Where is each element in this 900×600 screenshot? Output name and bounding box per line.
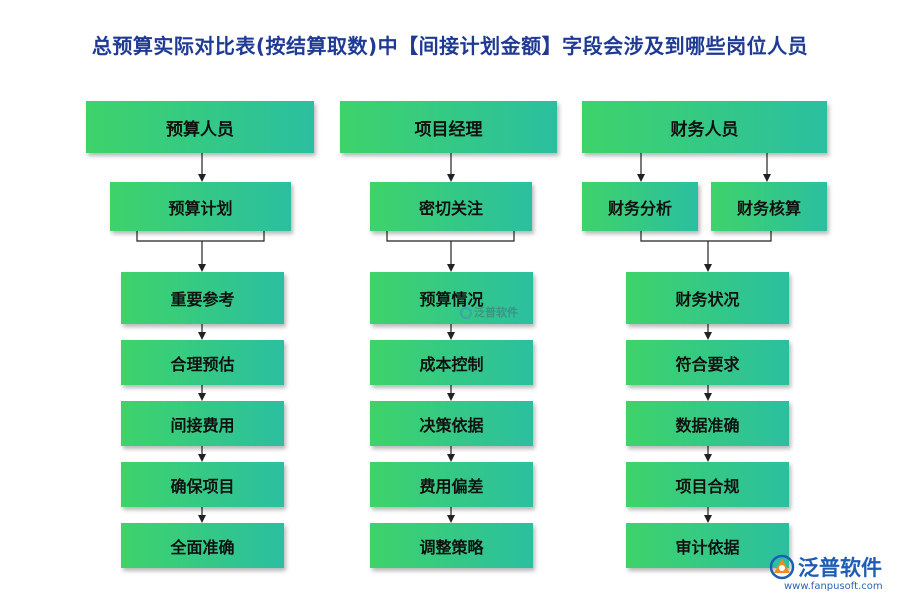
item-box: 预算情况 xyxy=(370,272,533,324)
brand-logo-text: 泛普软件 xyxy=(798,556,882,580)
sub-box: 财务分析 xyxy=(582,182,698,231)
item-label: 费用偏差 xyxy=(419,476,484,496)
item-box: 成本控制 xyxy=(370,340,533,385)
item-label: 成本控制 xyxy=(419,354,484,374)
item-label: 符合要求 xyxy=(675,354,740,374)
role-label: 预算人员 xyxy=(166,119,234,140)
sub-label: 财务分析 xyxy=(607,198,672,218)
item-label: 确保项目 xyxy=(170,476,235,496)
item-label: 审计依据 xyxy=(675,537,740,557)
role-box-finance: 财务人员 xyxy=(582,101,827,153)
brand-url: www.fanpusoft.com xyxy=(784,581,883,592)
item-box: 决策依据 xyxy=(370,401,533,446)
watermark-logo-icon xyxy=(460,307,472,319)
role-label: 财务人员 xyxy=(670,119,739,140)
item-label: 财务状况 xyxy=(675,290,740,309)
item-box: 数据准确 xyxy=(626,401,789,446)
item-label: 全面准确 xyxy=(170,537,235,557)
item-label: 间接费用 xyxy=(170,415,235,435)
item-box: 费用偏差 xyxy=(370,462,533,507)
sub-box: 财务核算 xyxy=(711,182,827,231)
sub-label: 密切关注 xyxy=(418,198,483,218)
role-box-budget: 预算人员 xyxy=(86,101,314,153)
sub-label: 预算计划 xyxy=(168,198,233,218)
sub-box: 密切关注 xyxy=(370,182,532,231)
sub-label: 财务核算 xyxy=(736,198,801,218)
sub-box: 预算计划 xyxy=(110,182,291,231)
item-box: 重要参考 xyxy=(121,272,284,324)
watermark-text: 泛普软件 xyxy=(474,306,518,319)
item-label: 决策依据 xyxy=(419,415,484,435)
item-box: 全面准确 xyxy=(121,523,284,568)
page-title: 总预算实际对比表(按结算取数)中【间接计划金额】字段会涉及到哪些岗位人员 xyxy=(91,34,809,58)
item-box: 间接费用 xyxy=(121,401,284,446)
item-label: 合理预估 xyxy=(170,354,235,374)
item-box: 项目合规 xyxy=(626,462,789,507)
item-box: 调整策略 xyxy=(370,523,533,568)
item-box: 财务状况 xyxy=(626,272,789,324)
item-label: 重要参考 xyxy=(170,290,235,309)
item-box: 符合要求 xyxy=(626,340,789,385)
item-label: 项目合规 xyxy=(675,476,740,496)
watermark: 泛普软件 xyxy=(460,304,518,320)
item-label: 预算情况 xyxy=(419,290,484,309)
item-label: 调整策略 xyxy=(419,537,484,557)
item-box: 确保项目 xyxy=(121,462,284,507)
item-label: 数据准确 xyxy=(675,415,740,435)
item-box: 审计依据 xyxy=(626,523,789,568)
item-box: 合理预估 xyxy=(121,340,284,385)
brand-logo: 泛普软件 xyxy=(768,552,882,582)
role-box-project-manager: 项目经理 xyxy=(340,101,557,153)
brand-logo-icon xyxy=(769,554,795,580)
role-label: 项目经理 xyxy=(414,119,483,140)
